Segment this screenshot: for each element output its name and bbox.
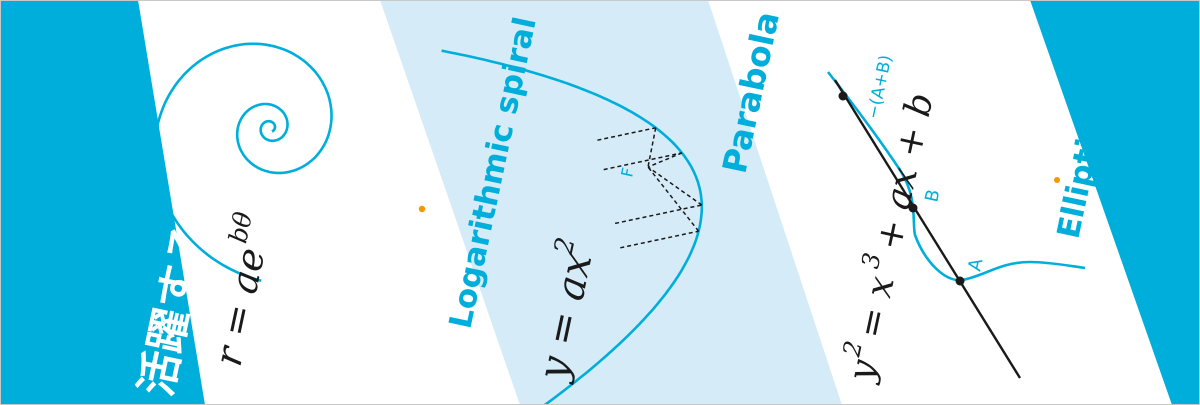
point-a-label: A — [964, 256, 987, 273]
right-accent-band — [1030, 0, 1200, 405]
incoming-ray — [620, 230, 699, 249]
elliptic-curve — [826, 71, 1086, 282]
reflected-ray — [647, 152, 683, 168]
elliptic-i-dot — [1054, 177, 1060, 183]
elliptic-formula: y 2 = x 3 + ax + b — [837, 89, 942, 387]
incoming-ray — [603, 152, 683, 171]
svg-text:2: 2 — [837, 338, 868, 360]
svg-text:2: 2 — [549, 235, 582, 258]
reflected-ray — [647, 166, 703, 206]
title-band — [0, 0, 205, 405]
svg-text:= x: = x — [850, 273, 903, 342]
svg-text:bθ: bθ — [223, 209, 258, 245]
svg-text:3: 3 — [856, 250, 887, 271]
svg-text:y: y — [840, 356, 885, 387]
parabola-band — [380, 0, 842, 405]
incoming-ray — [614, 204, 702, 225]
point-a-marker — [955, 276, 965, 286]
parabola-curve — [441, 49, 704, 405]
elliptic-secant-line — [833, 79, 1022, 379]
spiral-i-dot — [418, 205, 426, 213]
incoming-ray — [597, 127, 656, 141]
point-sum-label: −(A+B) — [863, 53, 896, 121]
point-b-label: B — [921, 188, 944, 204]
logarithmic-spiral-curve — [153, 42, 333, 283]
parabola-focus-label: F — [617, 166, 637, 179]
parabola-reflection-rays — [597, 127, 703, 249]
svg-text:r = ae: r = ae — [206, 244, 274, 370]
point-sum-marker — [838, 91, 848, 101]
point-b-marker — [908, 203, 918, 213]
